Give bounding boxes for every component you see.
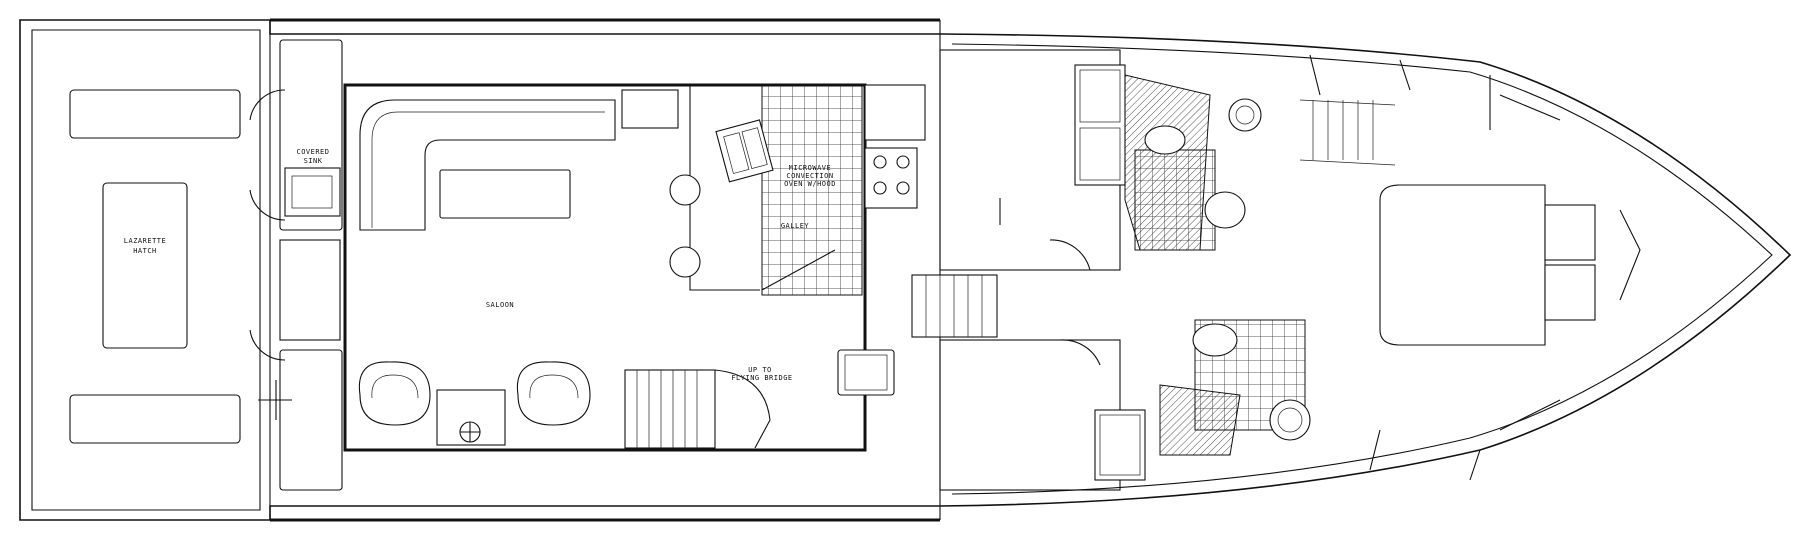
guest-cabins — [939, 49, 1146, 491]
companionway — [911, 274, 998, 338]
heads — [1124, 74, 1311, 456]
covered-sink-label-2: SINK — [304, 157, 323, 165]
head-toilet-2 — [1204, 191, 1246, 229]
microwave-label-2: CONVECTION — [786, 172, 833, 180]
saloon-label: SALOON — [486, 301, 514, 309]
lazarette-hatch-label-2: HATCH — [133, 247, 157, 255]
stairs-label-2: FLYING BRIDGE — [731, 374, 792, 382]
stove — [864, 147, 918, 209]
cockpit-hatch-bottom — [69, 394, 241, 444]
settee — [359, 99, 616, 231]
master-berth — [1379, 184, 1546, 346]
lazarette-hatch-label: LAZARETTE — [124, 237, 166, 245]
stairs-label: UP TO — [748, 366, 772, 374]
guest-berth-upper — [1074, 64, 1126, 186]
head-sink-1 — [1228, 98, 1262, 132]
master-stateroom — [1309, 54, 1641, 481]
guest-berth-lower — [1094, 409, 1146, 481]
microwave-label: MICROWAVE — [789, 164, 831, 172]
covered-sink-label: COVERED — [296, 148, 329, 156]
lazarette-hatch — [102, 182, 188, 349]
aft-deck: COVERED SINK — [249, 39, 343, 491]
cockpit-hatch-top — [69, 89, 241, 139]
helm-console — [436, 389, 506, 446]
head-toilet-1 — [1144, 125, 1186, 155]
dinette-seat — [837, 349, 895, 396]
armchair-1 — [358, 361, 431, 426]
galley-label: GALLEY — [781, 222, 810, 230]
head-sink-2 — [1269, 399, 1311, 441]
galley-sink — [715, 119, 774, 183]
head-toilet-3 — [1192, 323, 1238, 357]
stairs-flybridge: UP TO FLYING BRIDGE — [624, 349, 895, 449]
armchair-2 — [516, 361, 591, 426]
forward-stairs — [1299, 99, 1396, 166]
bar-stool-2 — [669, 246, 701, 278]
galley: MICROWAVE CONVECTION OVEN W/HOOD GALLEY — [715, 84, 926, 296]
bar-stool-1 — [669, 174, 701, 206]
microwave-label-3: OVEN W/HOOD — [784, 180, 836, 188]
saloon: SALOON — [343, 83, 867, 452]
cockpit: LAZARETTE HATCH — [69, 89, 292, 444]
saloon-table — [439, 169, 571, 219]
